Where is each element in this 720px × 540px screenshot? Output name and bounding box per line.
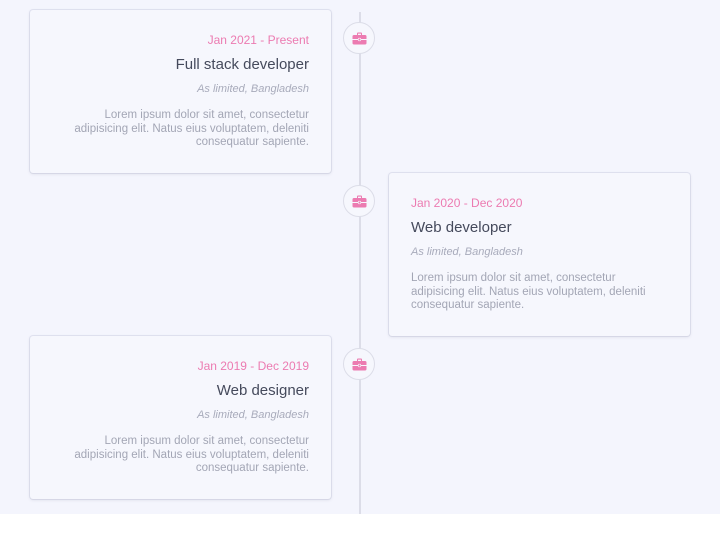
timeline-company: As limited, Bangladesh xyxy=(197,409,309,421)
timeline-date: Jan 2019 - Dec 2019 xyxy=(197,359,309,373)
timeline-company: As limited, Bangladesh xyxy=(197,83,309,95)
timeline-card-2: Jan 2020 - Dec 2020 Web developer As lim… xyxy=(389,173,690,336)
timeline-marker-3 xyxy=(343,348,375,380)
timeline-marker-1 xyxy=(343,22,375,54)
briefcase-icon xyxy=(352,195,366,207)
timeline-description: Lorem ipsum dolor sit amet, consectetur … xyxy=(74,435,309,474)
timeline-company: As limited, Bangladesh xyxy=(411,246,523,258)
timeline-job-title: Web designer xyxy=(216,382,309,399)
timeline-card-1: Jan 2021 - Present Full stack developer … xyxy=(30,10,331,173)
timeline-marker-2 xyxy=(343,185,375,217)
briefcase-icon xyxy=(352,32,366,44)
timeline-card-3: Jan 2019 - Dec 2019 Web designer As limi… xyxy=(30,336,331,499)
timeline-description: Lorem ipsum dolor sit amet, consectetur … xyxy=(411,272,646,311)
timeline-date: Jan 2020 - Dec 2020 xyxy=(411,196,523,210)
timeline-job-title: Web developer xyxy=(411,219,512,236)
timeline-job-title: Full stack developer xyxy=(175,56,309,73)
briefcase-icon xyxy=(352,358,366,370)
experience-timeline-section: Jan 2021 - Present Full stack developer … xyxy=(0,0,720,514)
timeline-line xyxy=(359,12,361,514)
timeline-description: Lorem ipsum dolor sit amet, consectetur … xyxy=(74,109,309,148)
timeline-date: Jan 2021 - Present xyxy=(207,33,309,47)
